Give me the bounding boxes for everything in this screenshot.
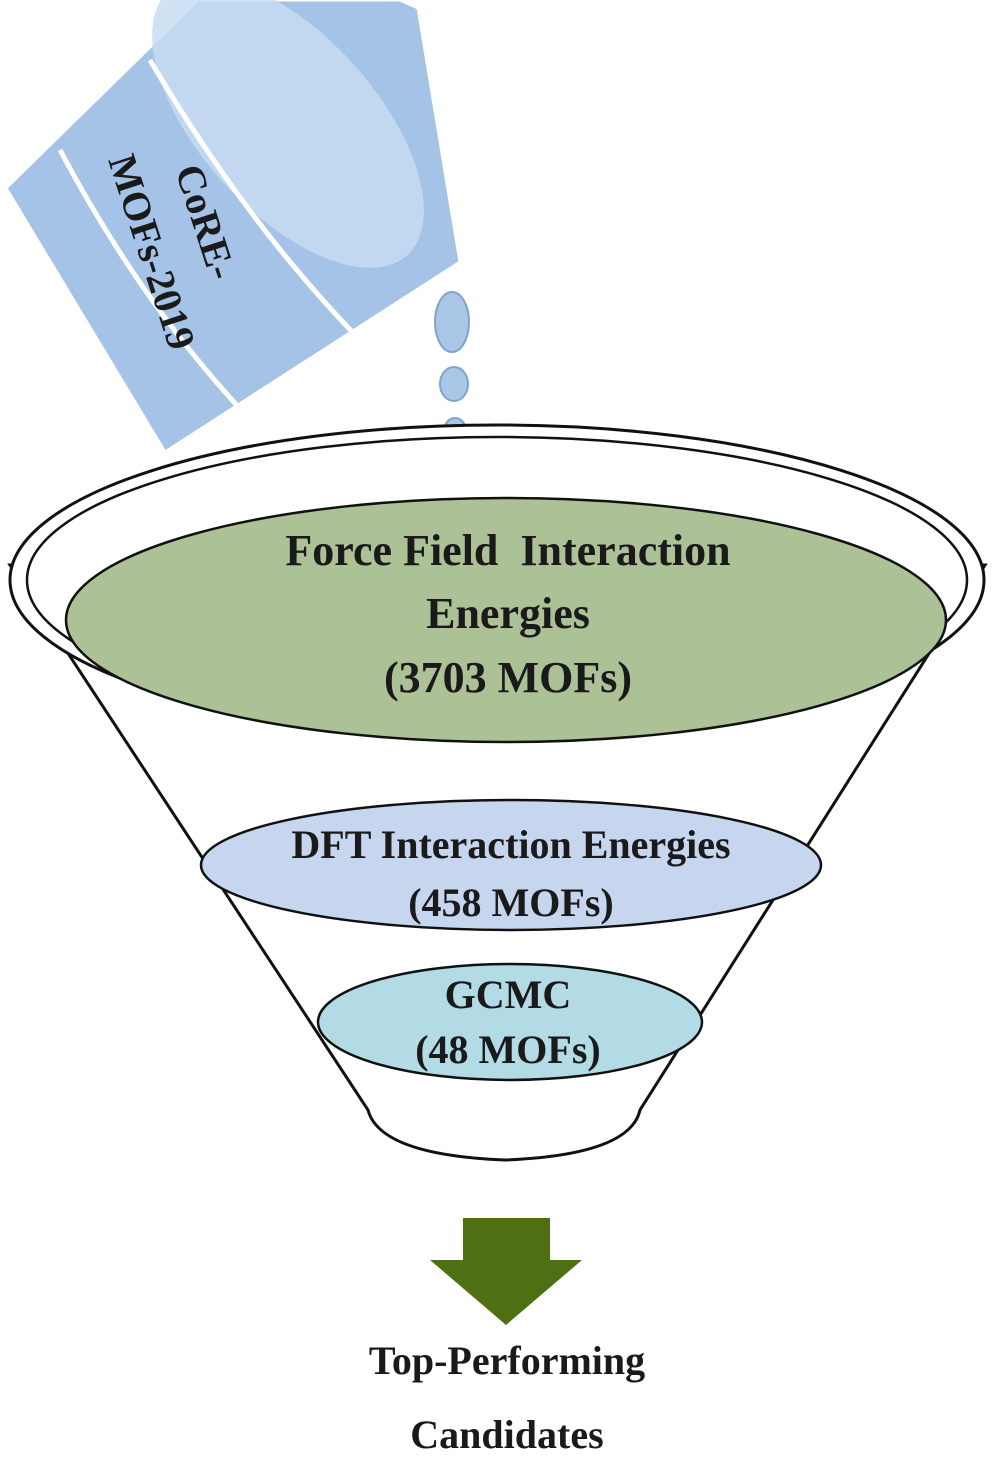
source-container: CoRE- MOFs-2019 (4, 0, 462, 455)
output-label-line1: Top-Performing (369, 1338, 645, 1383)
container-opening (152, 0, 424, 268)
container-band-1 (57, 148, 272, 442)
stage-1-count: (3703 MOFs) (384, 653, 632, 702)
stage-2-count: (458 MOFs) (408, 880, 614, 925)
drop-medium (439, 366, 469, 402)
drop-large (434, 291, 470, 353)
container-band-2 (147, 58, 372, 352)
stage-1-title-line2: Energies (426, 589, 590, 638)
output-label-line2: Candidates (410, 1412, 603, 1457)
stage-3-ellipse (316, 962, 704, 1082)
stage-2-title: DFT Interaction Energies (291, 822, 730, 867)
stage-3-title: GCMC (445, 972, 572, 1017)
stage-2-ellipse (199, 798, 823, 932)
stage-1-title-line1: Force Field Interaction (285, 526, 730, 575)
drops (434, 291, 470, 445)
stage-3-count: (48 MOFs) (415, 1027, 601, 1072)
stage-1-ellipse (64, 496, 948, 744)
down-arrow-icon (430, 1218, 582, 1325)
funnel: Force Field Interaction Energies (3703 M… (7, 423, 988, 1162)
